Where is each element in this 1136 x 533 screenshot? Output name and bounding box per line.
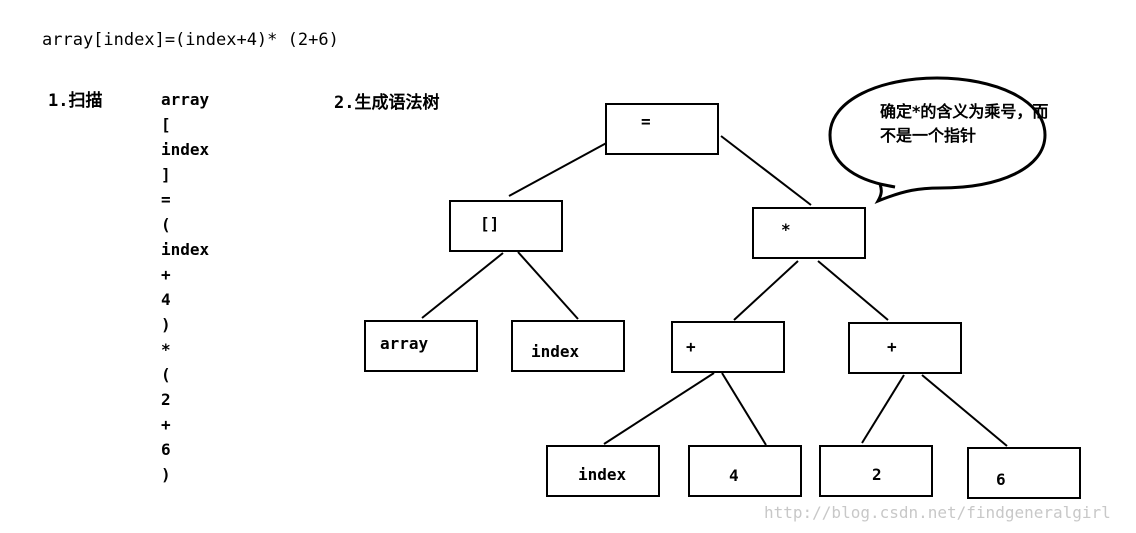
- edge-plus2-six: [921, 374, 1008, 447]
- token: 4: [161, 290, 171, 309]
- node-index-leaf: [546, 445, 660, 497]
- step1-label: 1.扫描: [48, 91, 103, 111]
- node-two-label: 2: [872, 465, 882, 484]
- edge-plus1-four: [721, 372, 767, 446]
- node-array-label: array: [380, 334, 429, 353]
- token: (: [161, 215, 171, 234]
- token: +: [161, 265, 171, 284]
- token: 2: [161, 390, 171, 409]
- node-two: [819, 445, 933, 497]
- edge-subscript-index: [517, 251, 579, 320]
- token: 6: [161, 440, 171, 459]
- token: (: [161, 365, 171, 384]
- edge-mul-plus1: [733, 260, 799, 321]
- token: index: [161, 240, 210, 259]
- node-subscript: [449, 200, 563, 252]
- edge-plus2-two: [861, 374, 905, 444]
- watermark: http://blog.csdn.net/findgeneralgirl: [764, 503, 1111, 522]
- node-four-label: 4: [729, 466, 739, 485]
- node-plus-right-label: +: [887, 337, 897, 356]
- node-array: [364, 320, 478, 372]
- node-root-label: =: [641, 112, 651, 131]
- token: ): [161, 315, 171, 334]
- node-root: [605, 103, 719, 155]
- token: [: [161, 115, 171, 134]
- node-index-leaf-label: index: [578, 465, 627, 484]
- token: ]: [161, 165, 171, 184]
- token: index: [161, 140, 210, 159]
- callout-text: 确定*的含义为乘号，而不是一个指针: [880, 102, 1049, 145]
- step2-label: 2.生成语法树: [334, 93, 440, 113]
- node-mul-label: *: [781, 220, 791, 239]
- node-plus-left: [671, 321, 785, 373]
- token: =: [161, 190, 171, 209]
- node-index: [511, 320, 625, 372]
- node-subscript-label: []: [480, 214, 500, 233]
- expression: array[index]=(index+4)* (2+6): [42, 30, 339, 50]
- edge-plus1-index: [603, 372, 715, 445]
- edge-root-mul: [720, 135, 812, 206]
- node-four: [688, 445, 802, 497]
- node-six: [967, 447, 1081, 499]
- node-mul: [752, 207, 866, 259]
- token: array: [161, 90, 210, 109]
- node-plus-left-label: +: [686, 337, 696, 356]
- edge-mul-plus2: [817, 260, 889, 321]
- node-index-label: index: [531, 342, 580, 361]
- edge-subscript-array: [421, 252, 504, 319]
- node-plus-right: [848, 322, 962, 374]
- token: ): [161, 465, 171, 484]
- edge-root-subscript: [508, 133, 624, 197]
- token-list: array [ index ] = ( index + 4 ) * ( 2 + …: [161, 87, 209, 487]
- token: +: [161, 415, 171, 434]
- token: *: [161, 340, 171, 359]
- node-six-label: 6: [996, 470, 1006, 489]
- speech-bubble: [828, 76, 1047, 205]
